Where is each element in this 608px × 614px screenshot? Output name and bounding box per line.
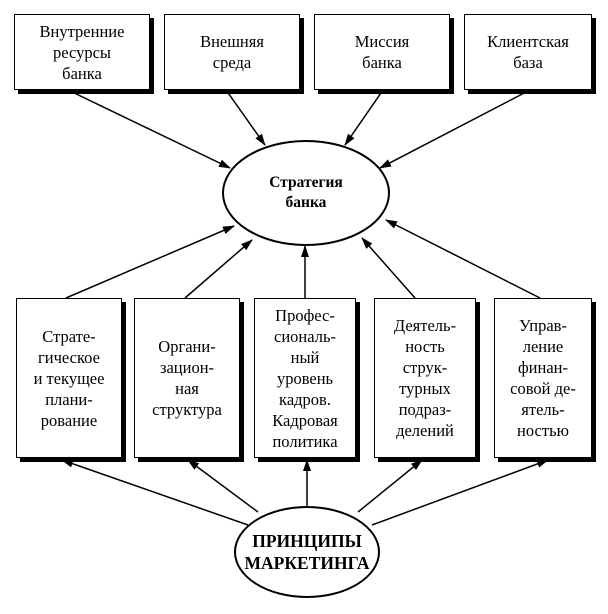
marketing-principles-label: ПРИНЦИПЫ МАРКЕТИНГА [244, 531, 370, 573]
strategy-label: Стратегия банка [269, 174, 343, 211]
component-box-org-structure: Органи- зацион- ная структура [134, 298, 240, 458]
arrow-internal-resources-to-strategy [67, 89, 231, 169]
component-label-departments: Деятель- ность струк- турных подраз- дел… [393, 316, 457, 440]
arrow-principles-to-finance [371, 459, 549, 526]
component-label-org-structure: Органи- зацион- ная структура [152, 337, 222, 419]
input-box-client-base: Клиентская база [464, 14, 592, 90]
marketing-principles-ellipse: ПРИНЦИПЫ МАРКЕТИНГА [234, 506, 380, 598]
input-box-external-environment: Внешняя среда [164, 14, 300, 90]
component-box-departments: Деятель- ность струк- турных подраз- дел… [374, 298, 476, 458]
arrow-bank-mission-to-strategy [344, 89, 384, 146]
component-box-planning: Страте- гическое и текущее плани- ровани… [16, 298, 122, 458]
input-box-bank-mission: Миссия банка [314, 14, 450, 90]
strategy-ellipse: Стратегия банка [222, 140, 390, 246]
arrow-principles-to-departments [357, 459, 423, 513]
arrow-departments-to-strategy [361, 237, 416, 299]
component-label-personnel: Профес- сиональ- ный уровень кадров. Кад… [272, 305, 338, 451]
arrow-planning-to-strategy [65, 225, 235, 299]
component-box-personnel: Профес- сиональ- ный уровень кадров. Кад… [254, 298, 356, 458]
arrow-principles-to-planning [61, 459, 249, 526]
arrow-org-structure-to-strategy [184, 239, 253, 299]
arrow-client-base-to-strategy [379, 89, 531, 169]
component-label-finance: Управ- ление финан- совой де- ятель- нос… [510, 316, 576, 440]
input-label-client-base: Клиентская база [487, 32, 569, 72]
component-box-finance: Управ- ление финан- совой де- ятель- нос… [494, 298, 592, 458]
input-label-external-environment: Внешняя среда [200, 32, 264, 72]
arrow-principles-to-org-structure [187, 459, 259, 513]
component-label-planning: Страте- гическое и текущее плани- ровани… [33, 326, 105, 430]
input-label-bank-mission: Миссия банка [354, 32, 410, 72]
input-label-internal-resources: Внутренние ресурсы банка [39, 21, 125, 83]
input-box-internal-resources: Внутренние ресурсы банка [14, 14, 150, 90]
arrow-finance-to-strategy [385, 219, 541, 299]
arrow-external-environment-to-strategy [225, 89, 266, 146]
